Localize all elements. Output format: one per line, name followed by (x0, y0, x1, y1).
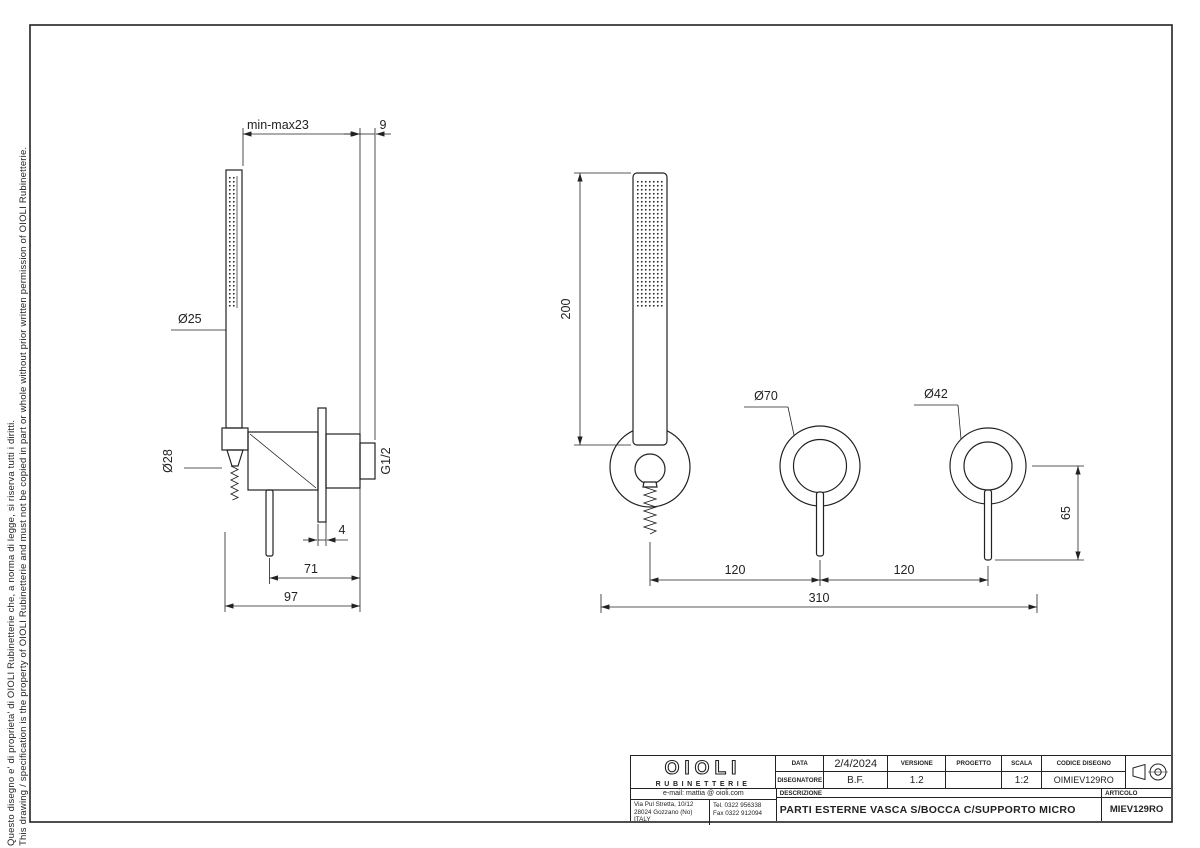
wall-flange-side (317, 407, 327, 523)
logo-subtitle: RUBINETTERIE (655, 781, 751, 788)
dim-97: 97 (284, 590, 298, 604)
logo-cell: OIOLI RUBINETTERIE (631, 756, 777, 788)
dim-dia25: Ø25 (178, 312, 202, 326)
side-view-dim-lines (171, 128, 391, 612)
address-line3: ITALY (634, 816, 651, 824)
fax-line: Fax 0322 912094 (713, 809, 763, 817)
first-angle-projection-icon (1132, 763, 1168, 781)
holder-cone-side (226, 449, 244, 467)
right-knob-lever (983, 489, 993, 561)
description-cell: DESCRIZIONE PARTI ESTERNE VASCA S/BOCCA … (776, 789, 1103, 821)
oioli-logo: OIOLI (664, 757, 742, 779)
dim-g12: G1/2 (379, 447, 393, 474)
side-view-object (221, 169, 376, 557)
front-view-dim-lines (574, 172, 1084, 613)
tel-line: Tel. 0322 956338 (713, 802, 762, 809)
descrizione-value: PARTI ESTERNE VASCA S/BOCCA C/SUPPORTO M… (779, 803, 1076, 816)
field-versione-value: 1.2 (909, 774, 924, 786)
articolo-value: MIEV129RO (1109, 804, 1164, 815)
field-codice-label: CODICE DISEGNO (1056, 760, 1111, 767)
articolo-label: ARTICOLO (1102, 789, 1171, 798)
lever-side (265, 489, 274, 557)
field-disegnatore-label: DISEGNATORE (777, 776, 823, 784)
dim-9: 9 (380, 118, 387, 132)
address-line1: Via Pul Stretta, 10/12 (634, 801, 694, 808)
dim-dia42: Ø42 (924, 387, 948, 401)
field-progetto-label: PROGETTO (956, 760, 992, 767)
dim-120-left: 120 (725, 563, 746, 577)
field-scala-label: SCALA (1011, 760, 1033, 767)
mixer-body-side (325, 433, 361, 489)
disclaimer-italian: Questo disegno e' di proprieta' di OIOLI… (6, 419, 17, 846)
side-view-dim-labels: min-max23 9 Ø25 Ø28 G1/2 4 71 97 (161, 118, 393, 604)
title-block-top-row: OIOLI RUBINETTERIE DATA 2/4/2024 VERSION… (631, 756, 1171, 789)
title-block: OIOLI RUBINETTERIE DATA 2/4/2024 VERSION… (630, 755, 1171, 825)
hook-neck-front (642, 481, 658, 488)
dim-dia28: Ø28 (161, 449, 175, 473)
dim-310: 310 (809, 591, 830, 605)
articolo-cell: ARTICOLO MIEV129RO (1102, 789, 1171, 821)
projection-symbol-cell (1126, 756, 1171, 788)
field-versione-label: VERSIONE (900, 760, 933, 767)
dim-200: 200 (559, 299, 573, 320)
disclaimer-english: This drawing / specification is the prop… (18, 146, 29, 846)
left-knob-lever (815, 491, 825, 557)
thread-front (642, 486, 658, 535)
left-knob-ring (792, 438, 848, 494)
field-scala-value: 1:2 (1014, 774, 1029, 786)
address-line2: 28024 Gozzano (No) (634, 808, 693, 816)
field-disegnatore-value: B.F. (847, 774, 865, 786)
spray-dots-side (227, 176, 237, 308)
title-block-bottom-row: e-mail: mattia @ oioli.com Via Pul Stret… (631, 789, 1171, 825)
dim-120-right: 120 (894, 563, 915, 577)
right-knob-ring (963, 441, 1013, 491)
front-view-dim-labels: 200 Ø70 Ø42 65 120 120 310 (559, 299, 1073, 605)
contact-cell: e-mail: mattia @ oioli.com Via Pul Stret… (631, 789, 777, 825)
field-codice-value: OIMIEV129RO (1053, 775, 1114, 785)
sheet-frame (29, 24, 1173, 823)
address-block: Via Pul Stretta, 10/12 28024 Gozzano (No… (631, 800, 709, 825)
descrizione-label: DESCRIZIONE (776, 789, 1102, 798)
fields-table: DATA 2/4/2024 VERSIONE PROGETTO SCALA CO… (776, 756, 1127, 788)
hook-ball-front (634, 453, 666, 485)
spray-dots-front (637, 180, 663, 307)
dim-65: 65 (1059, 506, 1073, 520)
field-data-label: DATA (791, 760, 808, 767)
dim-dia70: Ø70 (754, 389, 778, 403)
field-data-value: 2/4/2024 (834, 757, 878, 770)
front-view-object (609, 172, 1027, 561)
phone-block: Tel. 0322 956338 Fax 0322 912094 (709, 800, 776, 825)
dim-4: 4 (339, 523, 346, 537)
thread-side (229, 465, 240, 501)
holder-cup-side (221, 427, 249, 451)
logo-text: OIOLI (665, 758, 742, 778)
dim-71: 71 (304, 562, 318, 576)
dim-minmax23: min-max23 (247, 118, 309, 132)
email-text: e-mail: mattia @ oioli.com (631, 789, 776, 800)
g12-fitting-side (359, 442, 376, 480)
